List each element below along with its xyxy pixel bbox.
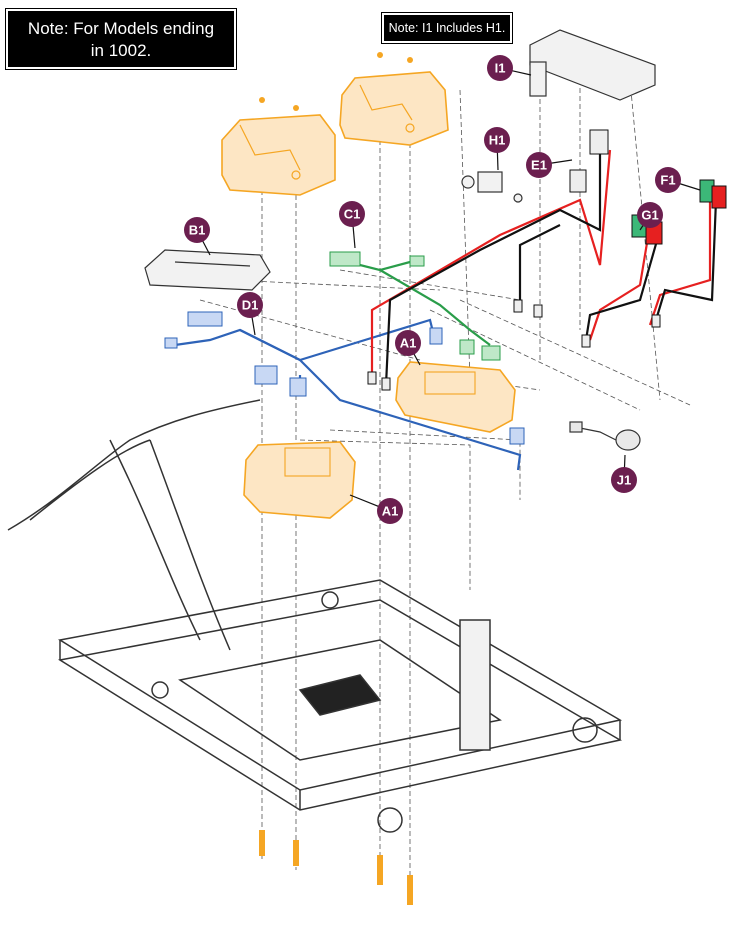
callout-bubble — [339, 201, 365, 227]
green-connectors — [329, 251, 501, 361]
callout-label-c1: C1 — [344, 207, 361, 222]
callout-bubble — [655, 167, 681, 193]
callout-label-g1: G1 — [641, 208, 658, 223]
callout-bubble — [526, 152, 552, 178]
controller-lower — [243, 441, 356, 519]
callout-label-e1: E1 — [531, 158, 547, 173]
note-models: Note: For Models ending in 1002. — [8, 11, 234, 67]
callout-bubble — [395, 330, 421, 356]
red-harness — [370, 149, 712, 380]
blue-connectors — [164, 311, 525, 445]
callout-bubble — [611, 467, 637, 493]
green-harness — [339, 258, 491, 346]
callout-label-f1: F1 — [660, 173, 675, 188]
switch-h1 — [461, 171, 523, 203]
part-j1 — [569, 421, 641, 451]
callout-bubble — [184, 217, 210, 243]
callout-label-h1: H1 — [489, 133, 506, 148]
board-b1 — [144, 249, 271, 291]
callout-label-a1: A1 — [400, 336, 417, 351]
callout-label-j1: J1 — [617, 473, 631, 488]
note-models-line1: Note: For Models ending — [27, 19, 215, 38]
callout-label-i1: I1 — [495, 61, 506, 76]
callout-bubble — [637, 202, 663, 228]
callout-label-b1: B1 — [189, 223, 206, 238]
callout-bubble — [377, 498, 403, 524]
black-harness — [384, 150, 718, 386]
callout-bubble — [487, 55, 513, 81]
callout-bubble — [237, 292, 263, 318]
callout-label-a1: A1 — [382, 504, 399, 519]
callout-bubble — [484, 127, 510, 153]
cover-left — [221, 114, 336, 196]
note-includes: Note: I1 Includes H1. — [384, 15, 510, 41]
note-models-line2: in 1002. — [90, 41, 152, 60]
screws — [259, 52, 413, 905]
cover-right — [339, 71, 449, 146]
callout-label-d1: D1 — [242, 298, 259, 313]
bracket-i1 — [529, 29, 656, 101]
base-frame — [7, 399, 623, 833]
controller-upper — [395, 361, 516, 433]
